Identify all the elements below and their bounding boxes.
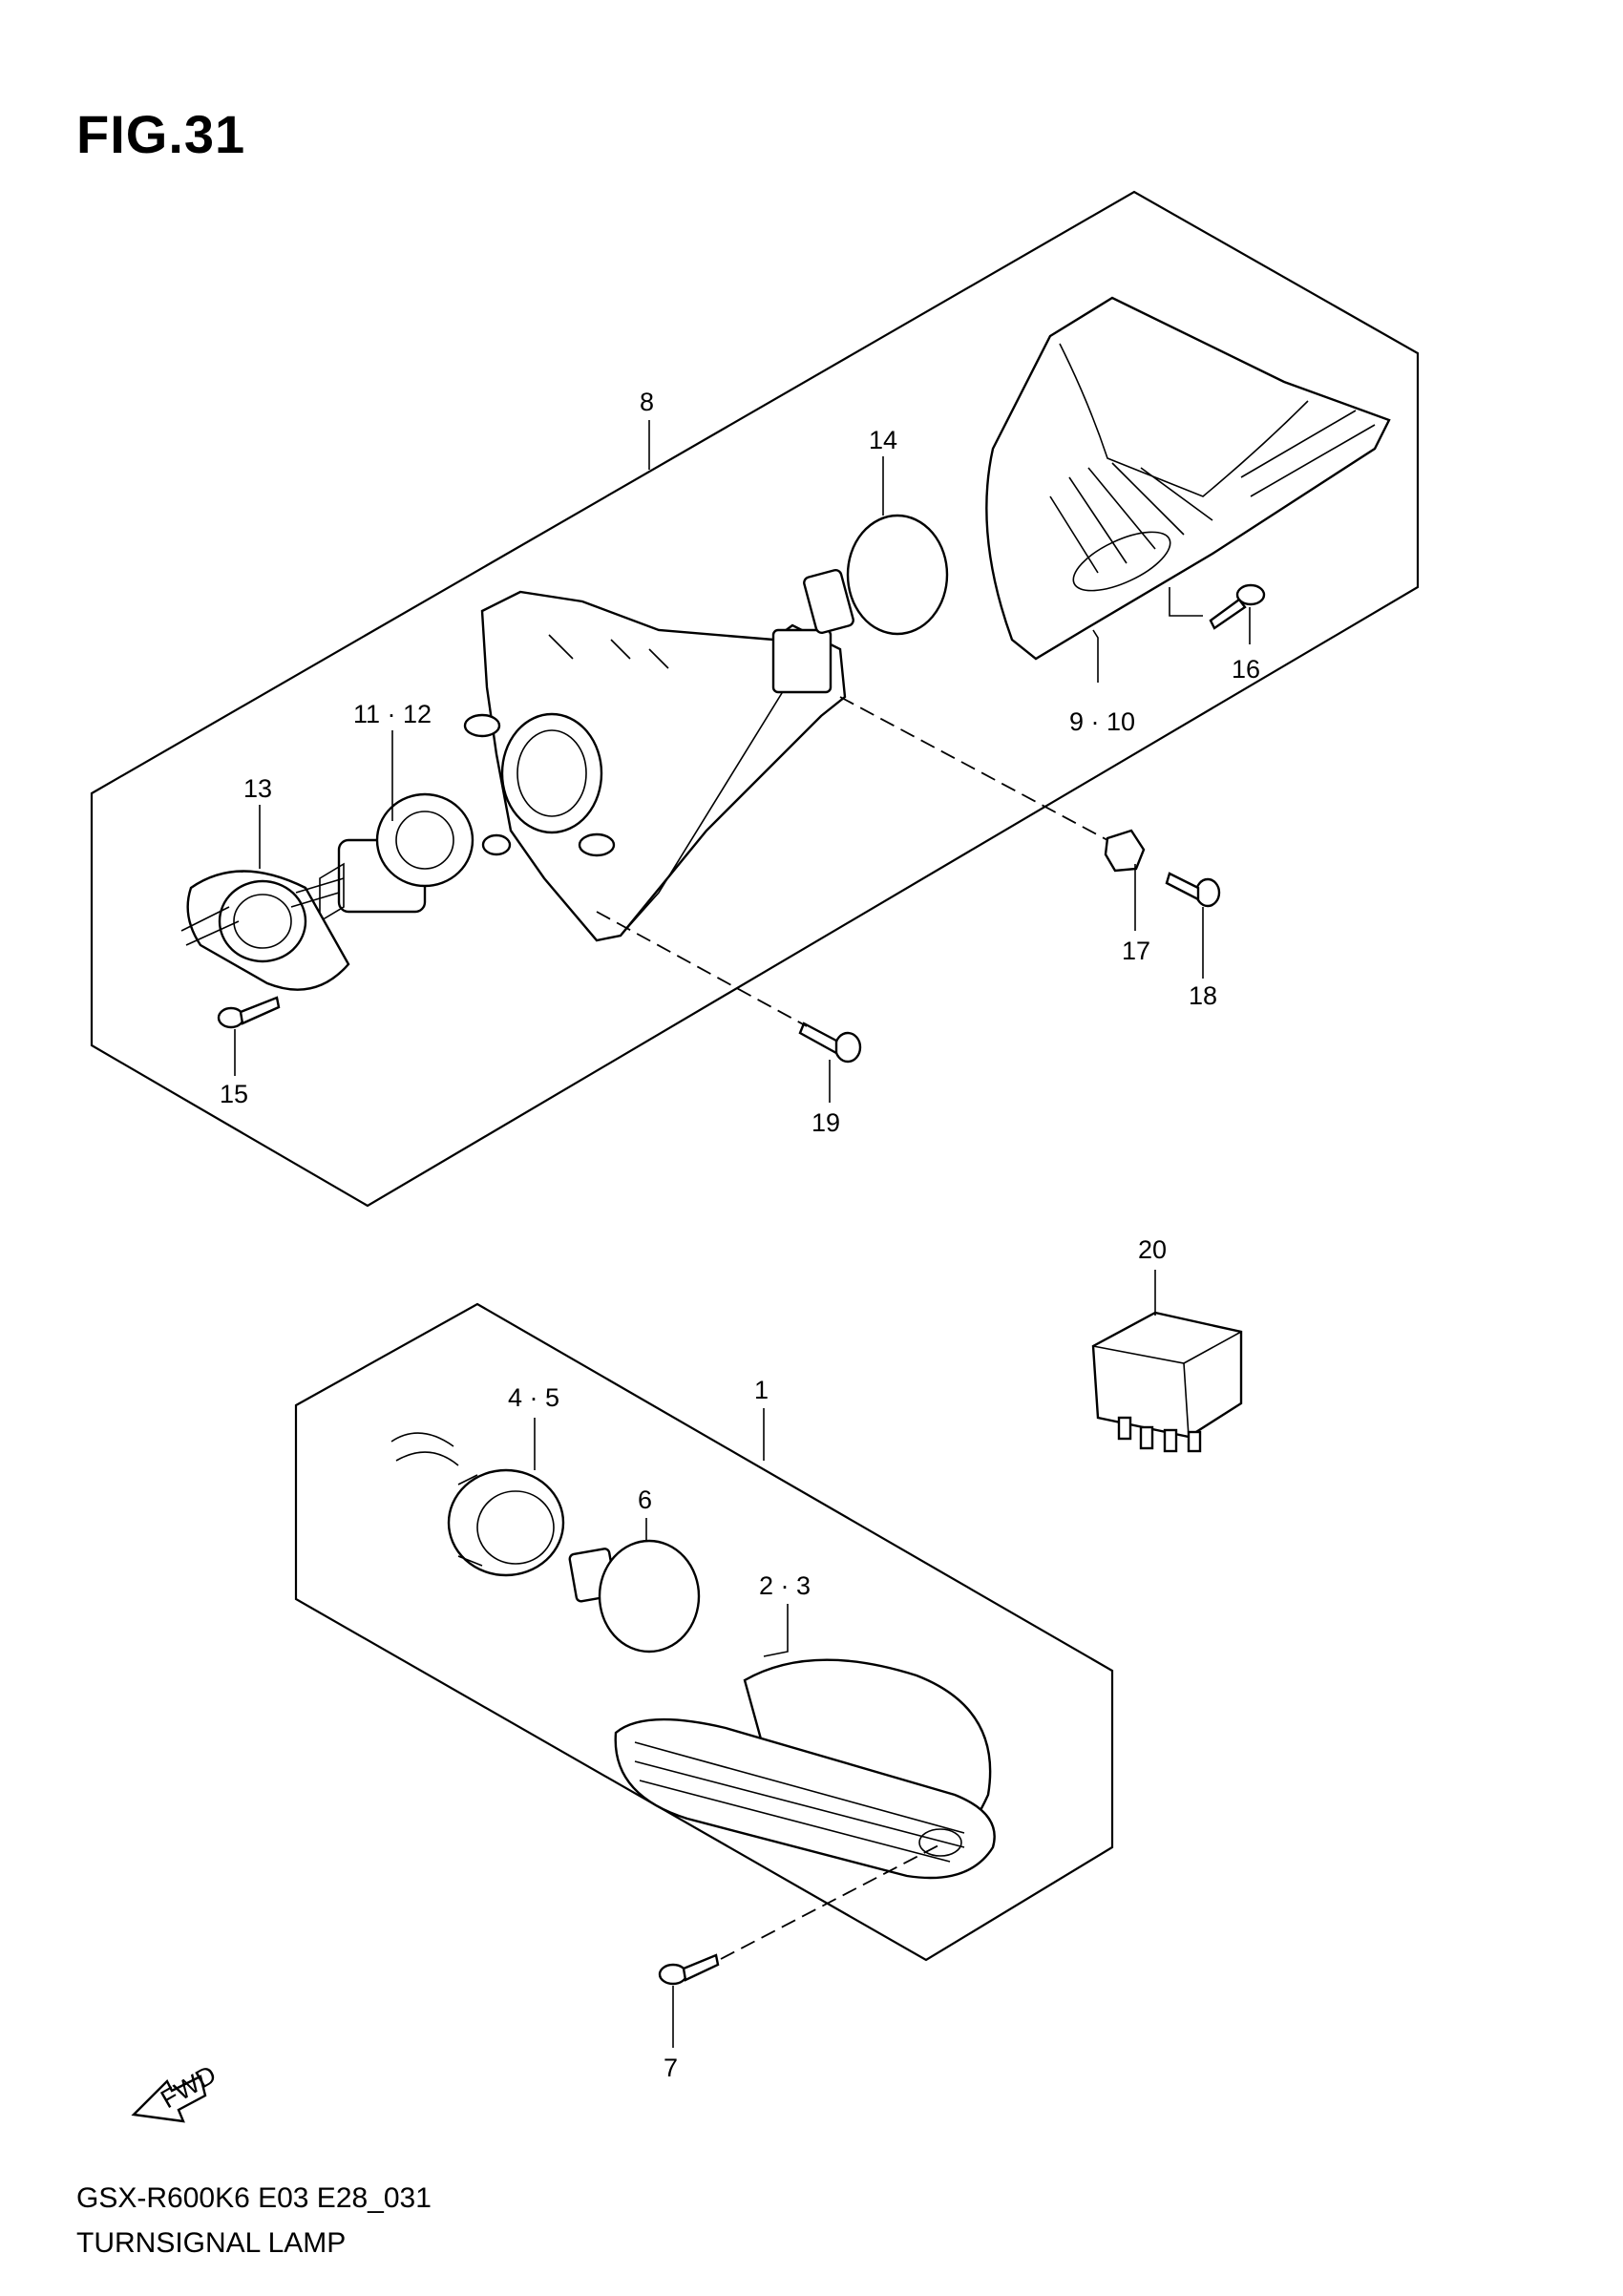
bulb-14 xyxy=(803,514,949,636)
model-name: TURNSIGNAL LAMP xyxy=(76,2227,347,2259)
clip-17 xyxy=(1104,829,1146,873)
screw-7 xyxy=(658,1953,720,1986)
rear-assembly-frame xyxy=(90,190,1420,1208)
callout-14: 14 xyxy=(869,426,897,454)
callout-4-5: 4 · 5 xyxy=(508,1383,559,1412)
callout-19: 19 xyxy=(812,1108,840,1137)
lamp-housing xyxy=(480,590,847,942)
callout-9-10: 9 · 10 xyxy=(1069,707,1135,736)
callout-8: 8 xyxy=(640,388,654,416)
callout-2-3: 2 · 3 xyxy=(759,1571,811,1600)
callout-20: 20 xyxy=(1138,1235,1167,1264)
front-lens xyxy=(614,1658,996,1880)
callout-13: 13 xyxy=(243,774,272,803)
bulb-6 xyxy=(568,1539,701,1654)
socket-4-5 xyxy=(390,1432,565,1577)
figure-title: FIG.31 xyxy=(76,104,246,164)
callout-17: 17 xyxy=(1122,937,1150,965)
callout-15: 15 xyxy=(220,1080,248,1108)
callout-16: 16 xyxy=(1232,655,1260,684)
relay-20 xyxy=(1091,1311,1243,1453)
grommet-13 xyxy=(180,870,350,991)
callout-18: 18 xyxy=(1189,981,1217,1010)
screw-19 xyxy=(798,1022,862,1064)
front-assembly-frame xyxy=(294,1302,1114,1962)
screw-15 xyxy=(217,996,281,1029)
callout-1: 1 xyxy=(754,1376,769,1404)
rear-lens xyxy=(985,296,1391,661)
model-code: GSX-R600K6 E03 E28_031 xyxy=(76,2182,432,2214)
callout-6: 6 xyxy=(638,1485,652,1514)
callout-7: 7 xyxy=(664,2054,678,2082)
fwd-arrow-icon: FWD xyxy=(131,2060,221,2123)
screw-18 xyxy=(1165,872,1221,908)
screw-16 xyxy=(1209,583,1266,630)
callout-11-12: 11 · 12 xyxy=(353,700,432,728)
socket-11-12 xyxy=(319,792,474,923)
